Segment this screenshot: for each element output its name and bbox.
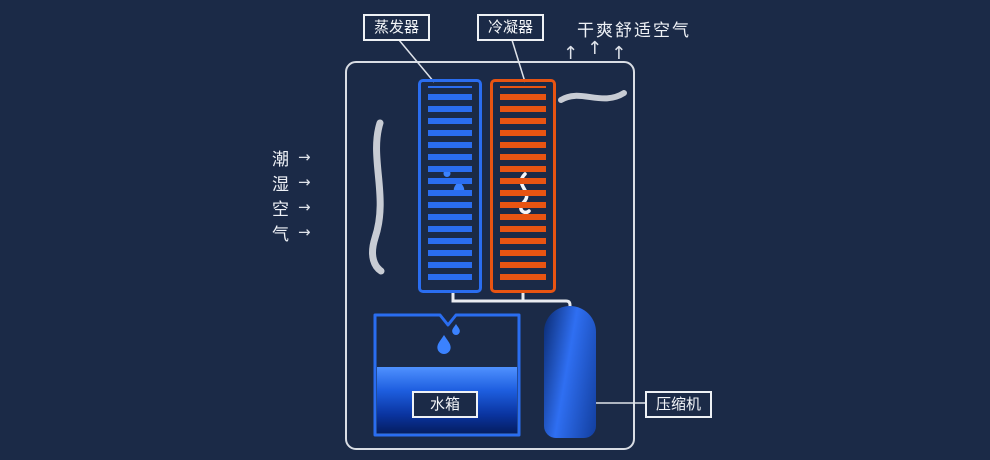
condenser-label: 冷凝器	[477, 14, 545, 41]
humid-air-row: 空 →	[272, 196, 311, 220]
evaporator-coil	[418, 79, 482, 293]
fan-blade-side	[369, 119, 385, 275]
humid-air-char: 湿	[272, 174, 289, 195]
humid-air-char: 空	[272, 199, 289, 220]
compressor-body	[544, 306, 596, 438]
right-arrow-icon: →	[298, 223, 311, 241]
up-arrow-icon: ↑	[611, 43, 627, 64]
evaporator-leader-line	[398, 39, 435, 83]
fan-blade-top	[558, 90, 627, 103]
humid-air-row: 湿 →	[272, 171, 311, 195]
compressor-label: 压缩机	[645, 391, 713, 418]
humid-air-char: 气	[272, 224, 289, 245]
humid-air-char: 潮	[272, 149, 289, 170]
right-arrow-icon: →	[298, 148, 311, 166]
humid-air-label: 潮 → 湿 → 空 → 气 →	[272, 146, 311, 245]
water-droplet-icon	[452, 324, 460, 335]
right-arrow-icon: →	[298, 198, 311, 216]
dry-air-arrows: ↑ ↑ ↑	[563, 39, 627, 64]
dry-air-label: 干爽舒适空气	[577, 21, 691, 41]
right-arrow-icon: →	[298, 173, 311, 191]
humid-air-row: 气 →	[272, 221, 311, 245]
water-tank-label: 水箱	[412, 391, 479, 418]
up-arrow-icon: ↑	[587, 38, 603, 59]
humid-air-row: 潮 →	[272, 146, 311, 170]
condenser-leader-line	[511, 39, 526, 83]
condenser-coil	[490, 79, 556, 293]
up-arrow-icon: ↑	[563, 43, 579, 64]
water-droplet-icon	[437, 335, 451, 354]
evaporator-label: 蒸发器	[363, 14, 431, 41]
